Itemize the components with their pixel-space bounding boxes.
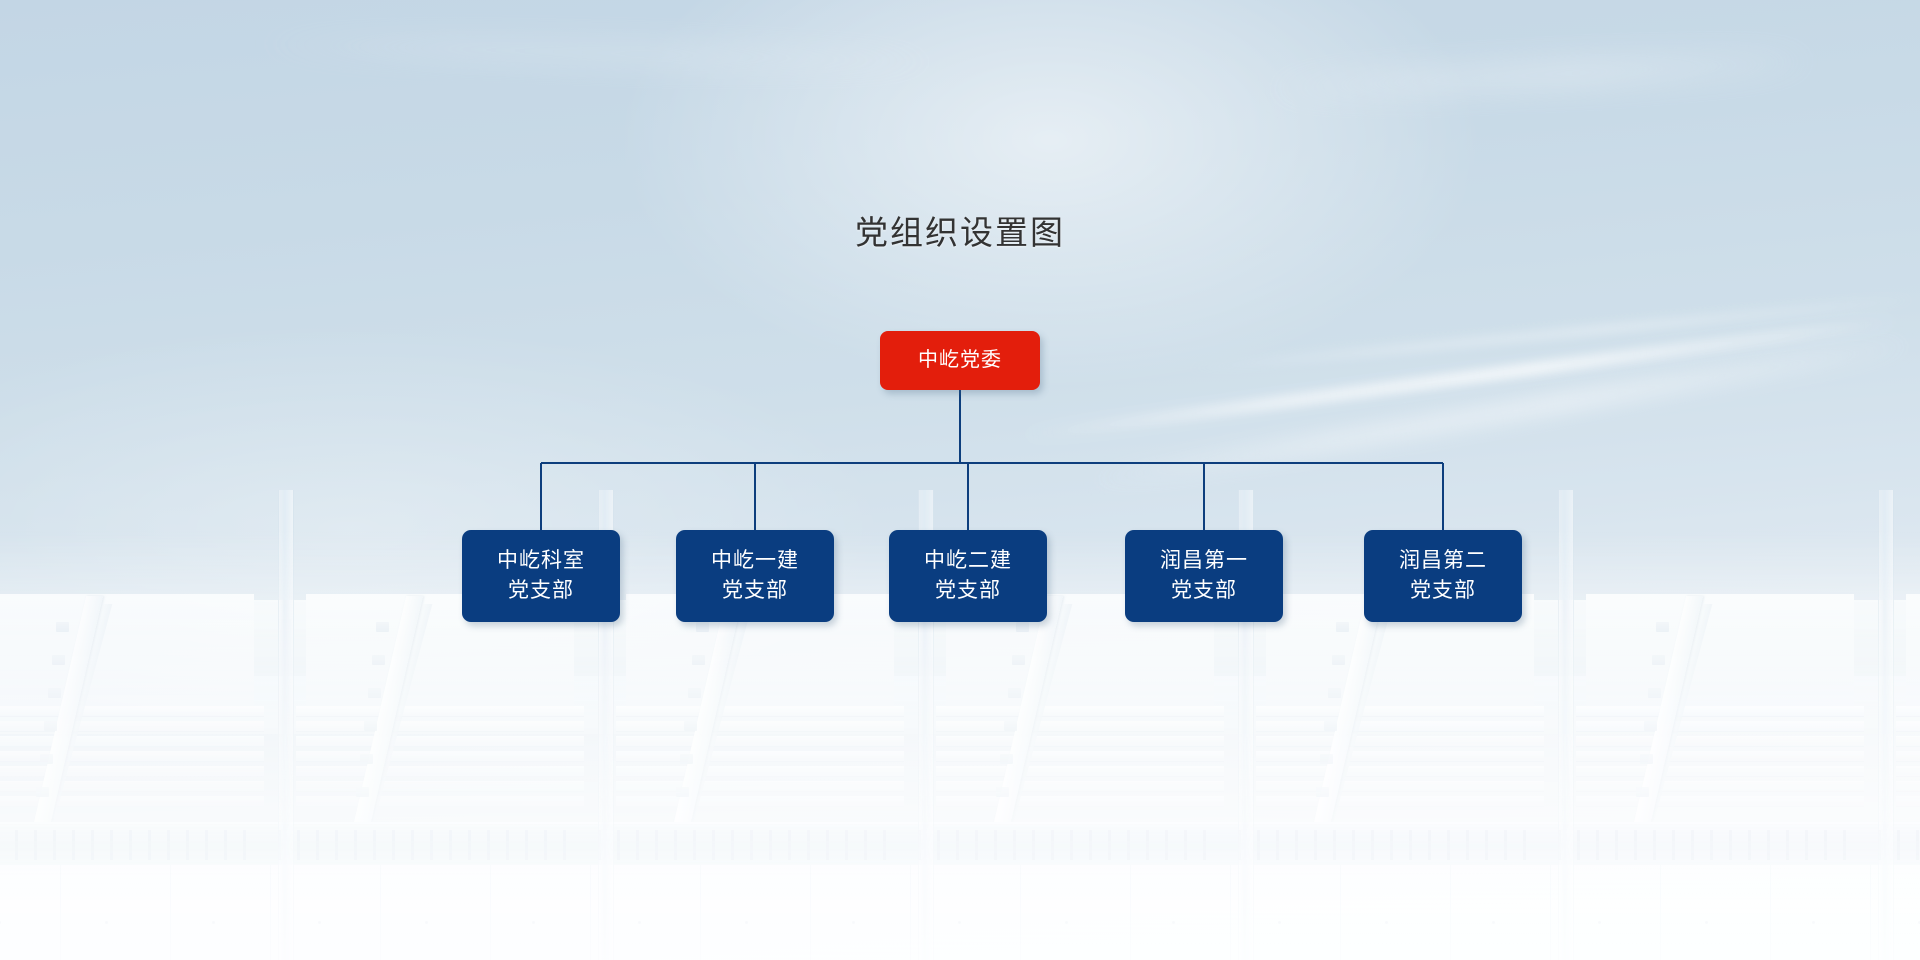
node-root-label: 中屹党委	[918, 349, 1002, 372]
page-title: 党组织设置图	[855, 214, 1065, 251]
node-branch-1-label: 中屹科室 党支部	[497, 549, 585, 602]
node-branch-3[interactable]: 中屹二建 党支部	[889, 530, 1047, 622]
node-branch-3-label: 中屹二建 党支部	[924, 549, 1012, 602]
node-branch-4[interactable]: 润昌第一 党支部	[1125, 530, 1283, 622]
node-branch-2[interactable]: 中屹一建 党支部	[676, 530, 834, 622]
node-branch-1[interactable]: 中屹科室 党支部	[462, 530, 620, 622]
node-branch-5[interactable]: 润昌第二 党支部	[1364, 530, 1522, 622]
node-branch-5-label: 润昌第二 党支部	[1399, 549, 1487, 602]
node-branch-4-label: 润昌第一 党支部	[1160, 549, 1248, 602]
node-branch-2-label: 中屹一建 党支部	[711, 549, 799, 602]
node-root[interactable]: 中屹党委	[880, 331, 1040, 390]
